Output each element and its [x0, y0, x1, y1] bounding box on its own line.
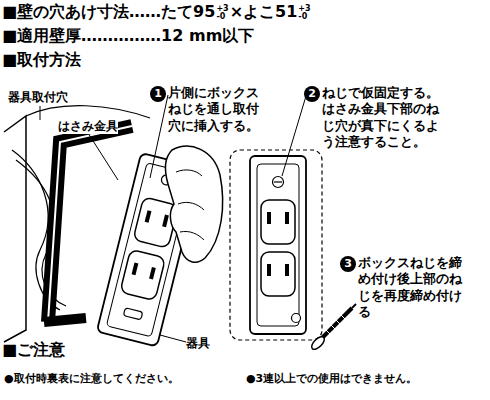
- tolerance: +3-0: [298, 5, 310, 21]
- dimension-text: ■壁の穴あけ寸法……たて95: [2, 2, 215, 23]
- screw-tip: [352, 304, 356, 308]
- section-heading: ■ご注意: [2, 340, 65, 360]
- leader-line: [150, 95, 168, 178]
- dimension-row: ■壁の穴あけ寸法……たて95+3-0×よこ51+3-0: [2, 2, 312, 23]
- screw-thread: [326, 315, 347, 336]
- note-text: ●3連以上での使用はできません。: [246, 372, 417, 386]
- part-label: 器具: [186, 336, 210, 351]
- note-text: ●取付時裏表に注意してください。: [4, 372, 179, 386]
- slot: [132, 263, 139, 276]
- screw-hole: [292, 314, 301, 323]
- part-label: はさみ金具: [58, 119, 118, 134]
- tolerance-lower: -0: [298, 13, 310, 21]
- part-label: 器具取付穴: [8, 90, 68, 105]
- callout-number: 1: [150, 86, 166, 102]
- step-text: 片側にボックスねじを通し取付穴に挿入する。: [168, 85, 260, 134]
- dimension-text: ×よこ51: [230, 2, 298, 23]
- finger: [176, 170, 202, 176]
- leader-line: [160, 335, 186, 342]
- slot: [267, 212, 271, 224]
- finger: [178, 202, 204, 210]
- slot: [162, 215, 169, 228]
- tolerance-upper: +3: [298, 5, 310, 13]
- screw-head: [273, 177, 284, 188]
- plate-inner: [257, 164, 299, 326]
- slot: [267, 264, 271, 276]
- receptacle: [261, 252, 295, 296]
- plate-hole: [123, 308, 142, 320]
- screw-head: [310, 335, 327, 352]
- dashed-frame: [230, 150, 322, 340]
- slot: [285, 212, 289, 224]
- tolerance: +3-0: [216, 5, 228, 21]
- receptacle: [261, 200, 295, 244]
- screw-slot: [274, 181, 282, 182]
- leader-line: [282, 96, 306, 176]
- cable: [26, 106, 150, 118]
- slot: [145, 210, 152, 223]
- spec-text: ■適用壁厚……………12 mm以下: [2, 26, 254, 46]
- outlet-plate: [250, 156, 306, 334]
- receptacle: [120, 249, 166, 300]
- screw-shaft: [320, 308, 352, 340]
- section-heading: ■取付方法: [2, 50, 81, 70]
- tolerance-upper: +3: [216, 5, 228, 13]
- callout-number: 3: [340, 256, 356, 272]
- leader-line: [40, 106, 41, 120]
- step-text: ねじで仮固定する。はさみ金具下部のねじ穴が真下にくるよう注意すること。: [322, 85, 446, 150]
- step-text: ボックスねじを締め付け後上部のねじを再度締め付ける: [358, 255, 466, 320]
- callout-number: 2: [304, 86, 320, 102]
- bracket-foot: [44, 318, 86, 322]
- hand: [165, 146, 222, 262]
- leader-line: [88, 133, 118, 180]
- slot: [285, 264, 289, 276]
- tolerance-lower: -0: [216, 13, 228, 21]
- slot: [149, 267, 156, 280]
- wall-edge: [4, 116, 26, 342]
- finger: [180, 231, 204, 240]
